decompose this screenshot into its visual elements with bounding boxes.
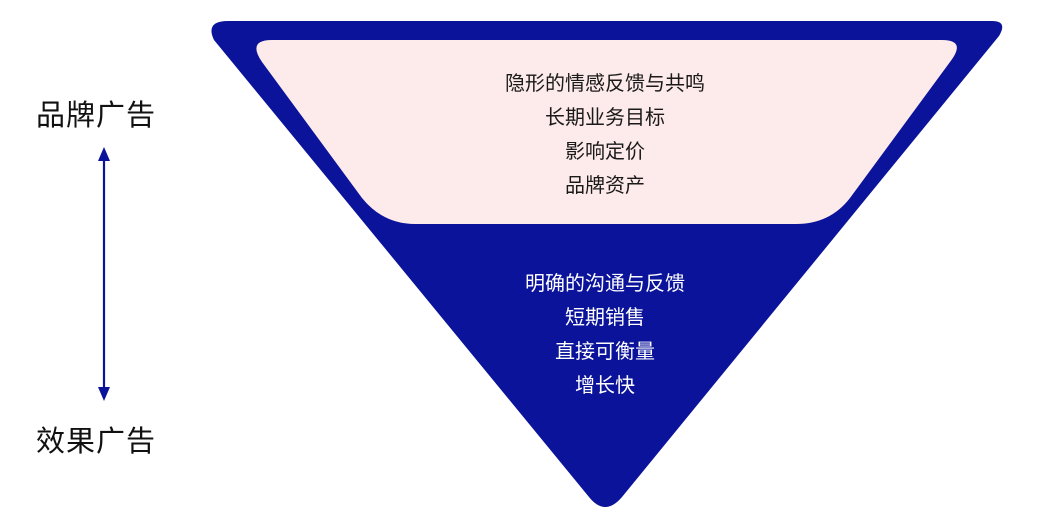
- upper-panel: [256, 40, 957, 224]
- lower-line: 明确的沟通与反馈: [525, 271, 685, 295]
- performance-advertising-label: 效果广告: [36, 424, 157, 458]
- upper-line: 长期业务目标: [545, 105, 665, 129]
- lower-line: 增长快: [575, 373, 635, 397]
- lower-line: 短期销售: [565, 305, 645, 329]
- lower-section-text: 明确的沟通与反馈 短期销售 直接可衡量 增长快: [405, 266, 805, 402]
- lower-line: 直接可衡量: [555, 339, 655, 363]
- upper-section-text: 隐形的情感反馈与共鸣 长期业务目标 影响定价 品牌资产: [405, 66, 805, 202]
- brand-advertising-label: 品牌广告: [36, 98, 157, 132]
- upper-line: 影响定价: [565, 139, 645, 163]
- upper-line: 品牌资产: [565, 173, 645, 197]
- arrow-head-up: [98, 147, 110, 161]
- arrow-head-down: [98, 387, 110, 401]
- upper-line: 隐形的情感反馈与共鸣: [505, 71, 705, 95]
